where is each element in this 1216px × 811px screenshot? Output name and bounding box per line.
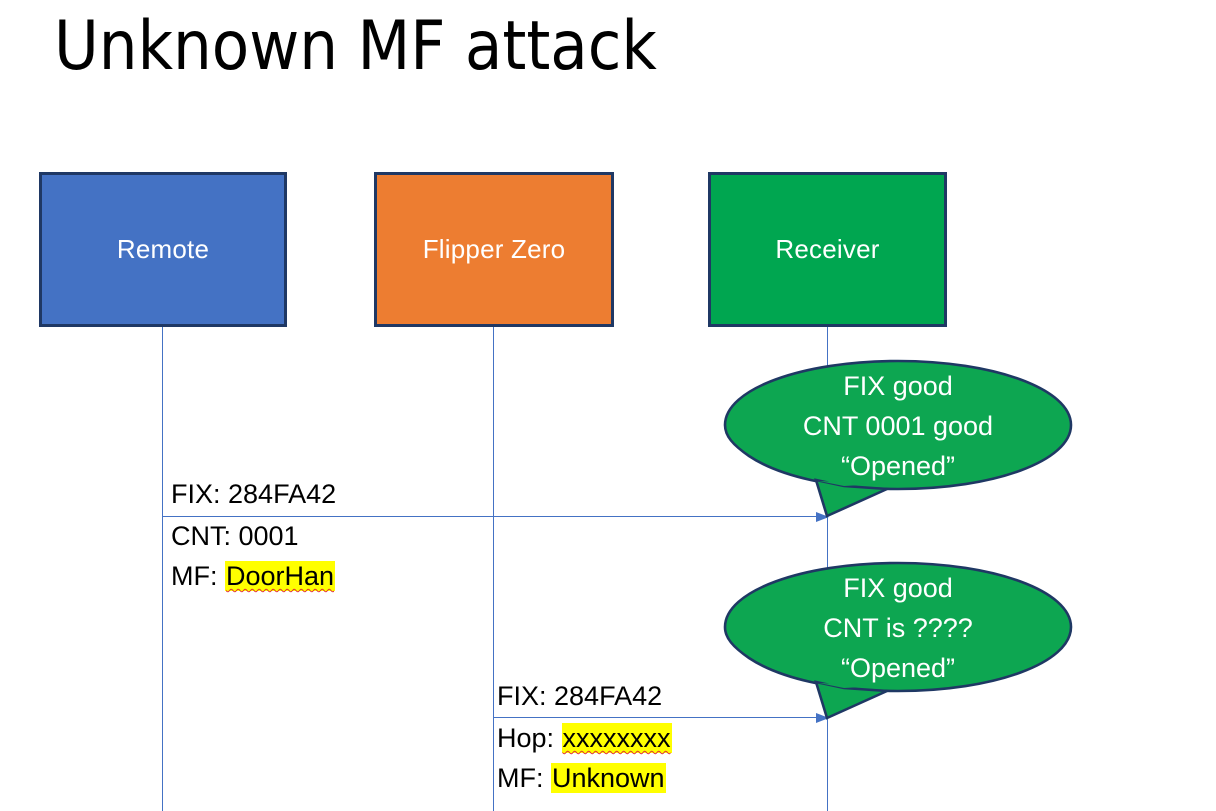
message-line: Hop: xxxxxxxx bbox=[497, 718, 672, 758]
actor-label-remote: Remote bbox=[116, 234, 210, 264]
message-line-prefix: MF: bbox=[171, 561, 225, 591]
message-line: MF: Unknown bbox=[497, 758, 672, 798]
actor-box-remote[interactable]: Remote bbox=[39, 172, 287, 327]
message-line-value: 284FA42 bbox=[228, 479, 337, 509]
message-arrow-2 bbox=[494, 712, 829, 723]
message-label-2: FIX: 284FA42 bbox=[497, 676, 662, 716]
page-title: Unknown MF attack bbox=[54, 7, 657, 86]
message-line-prefix: MF: bbox=[497, 763, 551, 793]
message-line: MF: DoorHan bbox=[171, 556, 336, 596]
callout-shape-1 bbox=[723, 359, 1073, 518]
message-line-prefix: CNT: bbox=[171, 521, 239, 551]
message-line-value: 0001 bbox=[238, 521, 299, 551]
lifeline-remote bbox=[162, 327, 163, 811]
arrowhead-icon bbox=[816, 712, 829, 723]
message-line-prefix: FIX: bbox=[171, 479, 229, 509]
message-line-value-highlighted: DoorHan bbox=[225, 561, 336, 591]
callout-bubble-2[interactable]: FIX good CNT is ???? “Opened” bbox=[723, 561, 1073, 720]
message-label-1-body: CNT: 0001 MF: DoorHan bbox=[171, 516, 336, 596]
message-line-value-highlighted: Unknown bbox=[551, 763, 666, 793]
actor-box-flipper[interactable]: Flipper Zero bbox=[374, 172, 614, 327]
message-line-prefix: FIX: bbox=[497, 681, 555, 711]
lifeline-flipper bbox=[493, 327, 494, 811]
message-line-value: xxxxxxxx bbox=[561, 723, 672, 753]
actor-label-flipper: Flipper Zero bbox=[422, 234, 566, 264]
message-label-1: FIX: 284FA42 bbox=[171, 474, 336, 514]
message-label-2-body: Hop: xxxxxxxx MF: Unknown bbox=[497, 718, 672, 798]
message-line: FIX: 284FA42 bbox=[171, 474, 336, 514]
message-line: CNT: 0001 bbox=[171, 516, 335, 556]
message-line: FIX: 284FA42 bbox=[497, 676, 662, 716]
message-arrow-1 bbox=[163, 511, 829, 522]
callout-bubble-1[interactable]: FIX good CNT 0001 good “Opened” bbox=[723, 359, 1073, 518]
actor-box-receiver[interactable]: Receiver bbox=[708, 172, 947, 327]
actor-label-receiver: Receiver bbox=[775, 234, 880, 264]
arrowhead-icon bbox=[816, 511, 829, 522]
callout-shape-2 bbox=[723, 561, 1073, 720]
message-line-prefix: Hop: bbox=[497, 723, 562, 753]
message-line-value: 284FA42 bbox=[554, 681, 663, 711]
